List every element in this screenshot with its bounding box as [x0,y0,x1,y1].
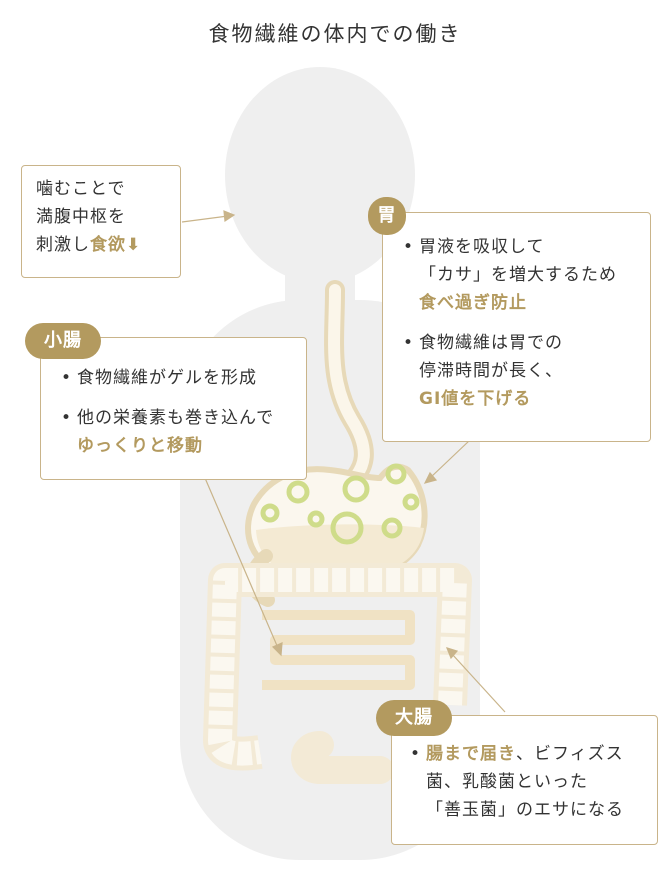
chewing-line-1: 噛むことで [36,179,126,199]
small-intestine-point-1-line-1: 食物繊維がゲルを形成 [77,368,257,388]
small-intestine-label-badge: 小腸 [25,323,101,359]
large-intestine-point-1-line-3: 「善玉菌」のエサになる [426,800,624,820]
large-intestine-label-badge: 大腸 [376,700,452,736]
large-intestine-point-1-rest: 、ビフィズス [516,744,624,764]
stomach-point-1: 胃液を吸収して 「カサ」を増大するため 食べ過ぎ防止 [401,233,650,317]
small-intestine-connector [204,477,279,649]
stomach-point-2-line-1: 食物繊維は胃での [419,333,563,353]
large-intestine-point-1-line-2: 菌、乳酸菌といった [426,772,588,792]
stomach-point-2-line-3: GI値を下げる [419,389,532,409]
chewing-line-3: 刺激し食欲⬇ [36,231,180,259]
chewing-line-2: 満腹中枢を [36,207,126,227]
connector-lines [181,210,506,713]
small-intestine-shape [262,610,415,690]
stomach-point-1-line-2: 「カサ」を増大するため [419,265,617,285]
stomach-connector [429,439,471,479]
appetite-text: 食欲 [90,235,126,255]
large-intestine-info-box: 腸まで届き、ビフィズス 菌、乳酸菌といった 「善玉菌」のエサになる [391,715,658,845]
small-intestine-point-2: 他の栄養素も巻き込んで ゆっくりと移動 [59,404,306,460]
large-intestine-point-1-accent: 腸まで届き [426,744,516,764]
stomach-info-box: 胃液を吸収して 「カサ」を増大するため 食べ過ぎ防止 食物繊維は胃での 停滞時間… [382,212,651,442]
large-intestine-point-1-line-1: 腸まで届き、ビフィズス [426,740,657,768]
small-intestine-point-1: 食物繊維がゲルを形成 [59,364,306,392]
small-intestine-info-box: 食物繊維がゲルを形成 他の栄養素も巻き込んで ゆっくりと移動 [40,337,307,480]
stomach-point-1-line-3: 食べ過ぎ防止 [419,293,527,313]
stomach-label-badge: 胃 [368,197,406,235]
stomach-point-2-line-2: 停滞時間が長く、 [419,361,563,381]
small-intestine-point-2-line-1: 他の栄養素も巻き込んで [77,408,275,428]
chewing-line-3-text: 刺激し [36,235,90,255]
diagram-title: 食物繊維の体内での働き [208,22,462,46]
large-intestine-connector [451,653,506,713]
small-intestine-point-2-line-2: ゆっくりと移動 [77,436,203,456]
large-intestine-point-1: 腸まで届き、ビフィズス 菌、乳酸菌といった 「善玉菌」のエサになる [408,740,657,824]
stomach-point-2: 食物繊維は胃での 停滞時間が長く、 GI値を下げる [401,329,650,413]
stomach-point-1-line-1: 胃液を吸収して [419,237,545,257]
head-shape [225,67,415,283]
down-arrow-icon: ⬇ [126,235,142,255]
rectum-shape [291,731,394,784]
fiber-bubbles [260,463,420,545]
chew-connector [181,215,229,223]
chewing-info-box: 噛むことで 満腹中枢を 刺激し食欲⬇ [21,165,181,278]
